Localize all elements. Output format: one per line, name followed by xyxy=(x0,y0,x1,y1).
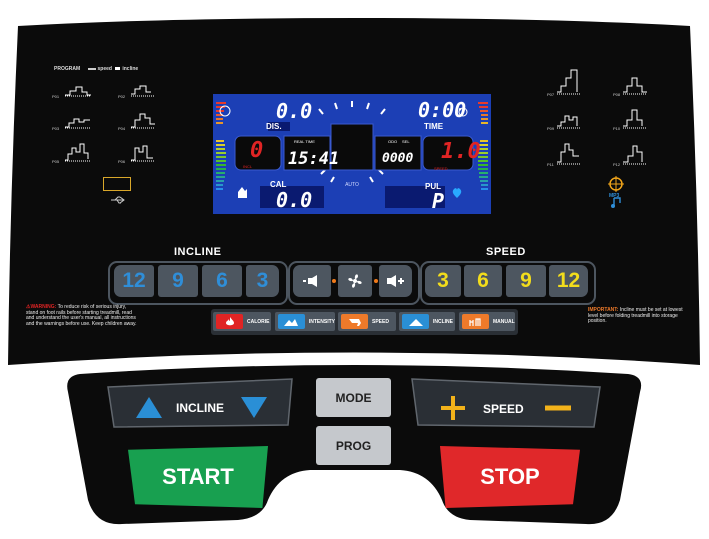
legend-speed: speed xyxy=(97,66,112,72)
prog-button[interactable]: PROG xyxy=(316,426,391,465)
program-mode-manual[interactable]: MANUAL xyxy=(459,312,515,331)
incline-readout: 0 xyxy=(250,138,264,163)
program-mode-incline[interactable]: INCLINE xyxy=(399,312,455,331)
real-time-label: REAL TIME xyxy=(294,139,315,144)
program-mode-manual-label: MANUAL xyxy=(493,318,515,325)
real-time-value: 15:41 xyxy=(288,149,340,169)
flame-icon xyxy=(216,314,243,329)
speed-quick-12[interactable]: 12 xyxy=(549,265,588,297)
manual-icon xyxy=(462,314,489,329)
fan-button[interactable] xyxy=(338,265,372,297)
program-mode-calorie[interactable]: CALORIE xyxy=(213,312,271,331)
program-label-p10: P10 xyxy=(613,126,621,131)
minus-icon xyxy=(545,405,571,411)
time-label: TIME xyxy=(424,122,444,131)
important-title: IMPORTANT: xyxy=(588,307,619,313)
speed-section-title: SPEED xyxy=(486,246,526,258)
speed-readout-label: SPEED xyxy=(434,166,448,171)
speed-quick-9[interactable]: 9 xyxy=(506,265,546,297)
warning-text: To reduce risk of serious injury, stand … xyxy=(26,304,137,327)
cal-value: 0.0 xyxy=(276,188,313,212)
program-label-p08: P08 xyxy=(613,92,621,97)
incline-quick-panel xyxy=(108,261,288,305)
incline-control-label: INCLINE xyxy=(176,401,224,415)
program-label-p07: P07 xyxy=(547,92,555,97)
warning-notice: ⚠WARNING: To reduce risk of serious inju… xyxy=(26,304,137,327)
lcd-display: AUTO xyxy=(213,94,491,214)
program-mode-speed-label: SPEED xyxy=(372,318,389,325)
usb-port[interactable] xyxy=(103,177,131,191)
usb-icon xyxy=(110,192,126,210)
mountains-icon xyxy=(278,314,305,329)
indicator-dot-left xyxy=(332,279,336,283)
incline-quick-12[interactable]: 12 xyxy=(114,265,154,297)
start-button[interactable]: START xyxy=(128,446,268,508)
legend-incline: incline xyxy=(122,66,139,72)
incline-down-button[interactable] xyxy=(239,393,269,421)
indicator-dot-right xyxy=(374,279,378,283)
wing-icon xyxy=(341,314,368,329)
speed-quick-3[interactable]: 3 xyxy=(425,265,461,297)
incline-quick-3[interactable]: 3 xyxy=(246,265,279,297)
incline-section-title: INCLINE xyxy=(174,246,222,258)
time-value: 0:00 xyxy=(418,98,467,122)
program-mode-calorie-label: CALORIE xyxy=(247,318,270,325)
program-label-p06: P06 xyxy=(118,159,126,164)
mode-button[interactable]: MODE xyxy=(316,378,391,417)
speed-readout: 1.0 xyxy=(441,139,481,164)
plus-icon xyxy=(441,396,465,420)
triangle-up-icon xyxy=(136,397,162,418)
dis-label: DIS. xyxy=(266,122,282,131)
incline-quick-6[interactable]: 6 xyxy=(202,265,242,297)
odo-value: 0000 xyxy=(382,151,414,166)
triangle-down-icon xyxy=(241,397,267,418)
program-mode-intensity-label: INTENSITY xyxy=(308,318,335,325)
mp3-icon: MP3 xyxy=(605,176,627,213)
program-mode-incline-label: INCLINE xyxy=(433,318,453,325)
lcd-center-text: AUTO xyxy=(345,182,359,188)
program-header: PROGRAM speed incline xyxy=(54,66,138,72)
volume-down-button[interactable] xyxy=(293,265,331,297)
program-label-p09: P09 xyxy=(547,126,555,131)
volume-up-button[interactable] xyxy=(379,265,412,297)
hill-icon xyxy=(402,314,429,329)
sel-label: SEL xyxy=(402,139,410,144)
speed-minus-button[interactable] xyxy=(541,398,575,418)
program-label-p02: P02 xyxy=(118,94,126,99)
incline-readout-label: INCL xyxy=(243,164,253,169)
important-notice: IMPORTANT: Incline must be set at lowest… xyxy=(588,307,692,325)
cal-label: CAL xyxy=(270,180,287,189)
warning-title: WARNING: xyxy=(30,304,57,310)
program-label-p05: P05 xyxy=(52,159,60,164)
important-text: Incline must be set at lowest level befo… xyxy=(588,307,683,324)
speed-quick-6[interactable]: 6 xyxy=(464,265,502,297)
program-profiles-left: P01 P02 P03 P04 P05 P06 xyxy=(52,82,162,166)
program-label-p01: P01 xyxy=(52,94,60,99)
program-mode-intensity[interactable]: INTENSITY xyxy=(275,312,335,331)
volume-up-icon xyxy=(386,275,404,287)
fan-icon xyxy=(348,274,362,288)
odo-label: ODO xyxy=(388,139,398,144)
speed-adjust-box xyxy=(410,377,604,429)
pul-label: PUL xyxy=(425,182,441,191)
speed-control-label: SPEED xyxy=(483,402,524,416)
program-label-p04: P04 xyxy=(118,126,126,131)
speed-quick-panel xyxy=(420,261,596,305)
incline-quick-9[interactable]: 9 xyxy=(158,265,198,297)
pul-value: P xyxy=(432,189,445,213)
program-label-p03: P03 xyxy=(52,126,60,131)
program-label-p11: P11 xyxy=(547,162,555,167)
program-label-p12: P12 xyxy=(613,162,621,167)
dis-value: 0.0 xyxy=(276,99,313,123)
speed-plus-button[interactable] xyxy=(436,393,470,423)
svg-text:MP3: MP3 xyxy=(609,193,620,199)
fan-volume-panel xyxy=(288,261,420,305)
program-mode-speed[interactable]: SPEED xyxy=(338,312,396,331)
stop-button[interactable]: STOP xyxy=(440,446,580,508)
program-title: PROGRAM xyxy=(54,66,81,72)
incline-up-button[interactable] xyxy=(134,393,164,421)
program-profiles-right: P07 P08 P09 P10 P11 P12 xyxy=(545,64,655,168)
volume-down-icon xyxy=(303,275,317,287)
